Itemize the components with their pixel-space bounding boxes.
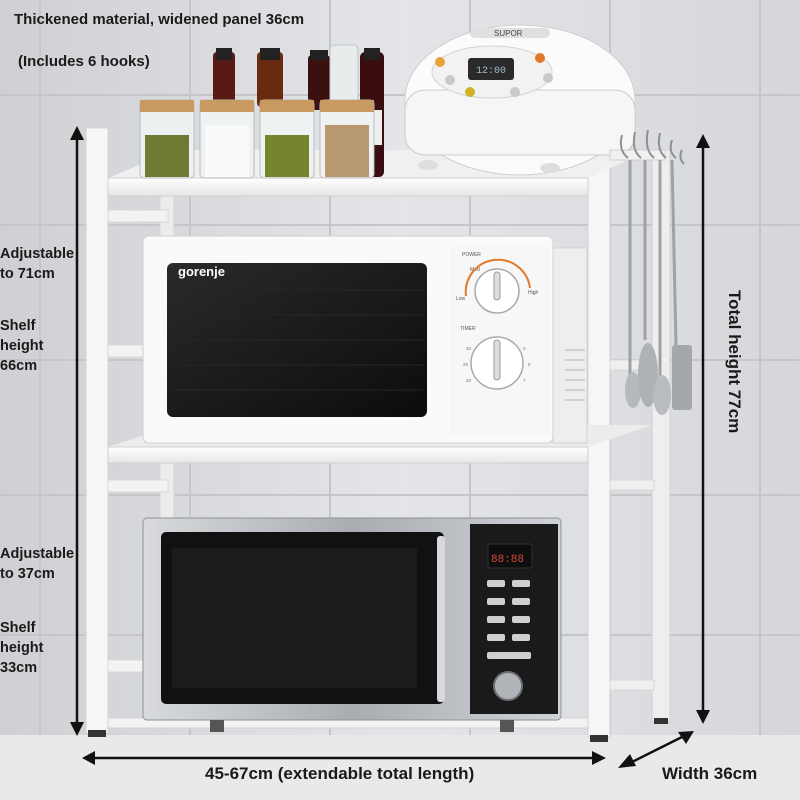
- svg-text:7: 7: [523, 378, 526, 383]
- width-label: Width 36cm: [662, 764, 758, 783]
- rice-cooker-brand: SUPOR: [494, 29, 523, 38]
- svg-text:20: 20: [466, 378, 472, 383]
- dial-high-label: High: [528, 290, 539, 296]
- hanging-utensils: [609, 129, 692, 415]
- shelf-height-upper-label: Shelf height 66cm: [0, 318, 44, 374]
- svg-text:25: 25: [463, 362, 469, 367]
- timer-label: TIMER: [460, 326, 476, 332]
- hooks-note: (Includes 6 hooks): [18, 53, 150, 70]
- rice-cooker-display: 12:00: [476, 66, 506, 77]
- steel-microwave: 88:88: [142, 517, 562, 732]
- steel-microwave-display: 88:88: [491, 554, 524, 566]
- adjustable-upper-label: Adjustable to 71cm: [0, 246, 75, 282]
- steel-microwave-knob[interactable]: [493, 671, 523, 701]
- svg-text:5: 5: [528, 362, 531, 367]
- top-title: Thickened material, widened panel 36cm: [14, 11, 305, 28]
- adjustable-lower-label: Adjustable to 37cm: [0, 546, 75, 582]
- spice-jars: [139, 44, 384, 179]
- dimension-arrows: [70, 126, 710, 768]
- svg-text:3: 3: [523, 346, 526, 351]
- shelf-height-lower-label: Shelf height 33cm: [0, 620, 44, 676]
- microwave-brand: gorenje: [178, 264, 225, 279]
- svg-text:30: 30: [466, 346, 472, 351]
- total-height-label: Total height 77cm: [725, 290, 744, 434]
- length-label: 45-67cm (extendable total length): [205, 764, 475, 783]
- rice-cooker: SUPOR 12:00: [404, 24, 636, 176]
- dial-low-label: Low: [456, 296, 466, 302]
- power-label: POWER: [462, 252, 481, 258]
